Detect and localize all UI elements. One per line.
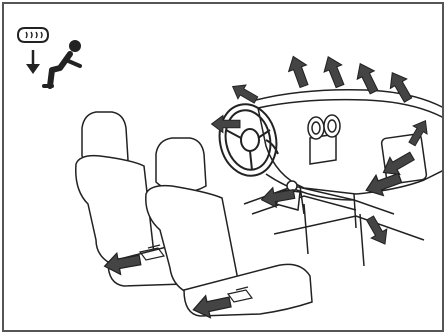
diagram-frame xyxy=(2,2,444,332)
dashboard xyxy=(244,90,444,266)
steering-wheel xyxy=(213,99,283,181)
front-floor-airflow-arrow xyxy=(362,214,393,249)
defrost-icon xyxy=(18,28,48,42)
vehicle-airflow-diagram xyxy=(4,4,444,332)
side-vent-airflow-arrows xyxy=(212,79,433,200)
down-arrow-icon xyxy=(26,50,40,74)
seated-person-icon xyxy=(44,40,81,86)
windshield-airflow-arrows xyxy=(284,53,416,105)
